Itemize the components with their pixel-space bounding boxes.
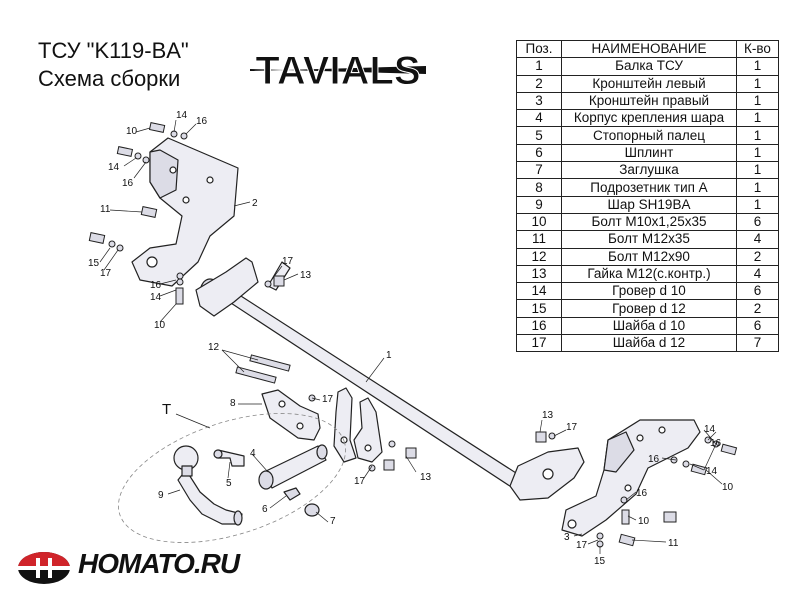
row-qty: 4 xyxy=(736,230,779,249)
row-name: Шайба d 12 xyxy=(561,334,737,353)
callout: 5 xyxy=(226,478,232,489)
tow-ball-part xyxy=(173,445,243,526)
callout: 16 xyxy=(636,488,648,499)
row-name: Корпус крепления шара xyxy=(561,109,737,128)
callout: 17 xyxy=(322,394,334,405)
callout: 6 xyxy=(262,504,268,515)
callout: 13 xyxy=(420,472,432,483)
beam-right-plate xyxy=(509,447,585,501)
callout: 16 xyxy=(648,454,660,465)
subassembly-outline xyxy=(118,413,346,543)
ball-housing-part xyxy=(258,444,328,490)
callout: 1 xyxy=(386,350,392,361)
callout: 10 xyxy=(722,482,734,493)
callout: 17 xyxy=(576,540,588,551)
row-qty: 7 xyxy=(736,334,779,353)
row-name: Гайка М12(с.контр.) xyxy=(561,264,737,284)
svg-text:TAVIALS: TAVIALS xyxy=(255,49,420,93)
callout: 17 xyxy=(566,422,578,433)
row-name: Подрозетник тип А xyxy=(561,178,737,197)
callout: 15 xyxy=(594,556,606,567)
callout: 14 xyxy=(150,292,162,303)
tow-beam-part xyxy=(195,257,535,500)
callout: T xyxy=(162,401,171,418)
retaining-pin-part xyxy=(213,449,245,467)
callout: 16 xyxy=(122,178,134,189)
callout: 13 xyxy=(300,270,312,281)
callout: 9 xyxy=(158,490,164,501)
right-bracket-part xyxy=(561,419,701,537)
callout: 17 xyxy=(282,256,294,267)
cap-part xyxy=(304,503,320,517)
callout-labels: 10 14 16 14 16 2 11 15 17 17 13 16 14 10… xyxy=(88,110,734,567)
callout: 11 xyxy=(100,204,111,215)
callout: 14 xyxy=(108,162,120,173)
row-name: Кронштейн левый xyxy=(561,74,737,93)
callout: 16 xyxy=(150,280,162,291)
row-pos: 13 xyxy=(516,264,562,284)
callout: 8 xyxy=(230,398,236,409)
site-name: HOMATO.RU xyxy=(78,548,240,579)
callout: 11 xyxy=(668,538,679,549)
callout: 14 xyxy=(706,466,718,477)
callout: 17 xyxy=(354,476,366,487)
left-bracket-part xyxy=(131,137,239,287)
row-pos: 15 xyxy=(516,299,562,318)
row-name: Стопорный палец xyxy=(561,126,737,145)
callout: 16 xyxy=(196,116,208,127)
tavials-logo: TAVIALS xyxy=(250,49,426,94)
callout: 16 xyxy=(710,438,722,449)
row-name: Шар SH19BA xyxy=(561,195,737,214)
row-qty: 1 xyxy=(736,74,779,93)
fasteners xyxy=(88,122,738,548)
callout: 12 xyxy=(208,342,220,353)
callout: 10 xyxy=(638,516,650,527)
callout: 3 xyxy=(564,532,570,543)
row-qty: 1 xyxy=(736,143,779,163)
callout: 10 xyxy=(154,320,166,331)
row-name: Шайба d 10 xyxy=(561,316,737,336)
callout: 7 xyxy=(330,516,336,527)
ball-mount-plates xyxy=(333,387,383,463)
callout: 15 xyxy=(88,258,100,269)
diagram-subtitle: Схема сборки xyxy=(38,66,181,91)
leader-lines xyxy=(99,119,723,554)
callout: 4 xyxy=(250,448,256,459)
socket-plate-part xyxy=(261,389,321,441)
row-pos: 17 xyxy=(516,334,562,353)
callout: 14 xyxy=(704,424,716,435)
callout: 2 xyxy=(252,198,258,209)
callout: 10 xyxy=(126,126,138,137)
homato-logo-icon xyxy=(18,552,70,584)
callout: 13 xyxy=(542,410,554,421)
callout: 14 xyxy=(176,110,188,121)
cotter-pin-part xyxy=(283,487,301,501)
row-name: Гровер d 10 xyxy=(561,282,737,301)
col-name: НАИМЕНОВАНИЕ xyxy=(561,39,737,59)
row-pos: 12 xyxy=(516,247,562,266)
callout: 17 xyxy=(100,268,112,279)
diagram-title: ТСУ "K119-BA" xyxy=(38,38,189,63)
